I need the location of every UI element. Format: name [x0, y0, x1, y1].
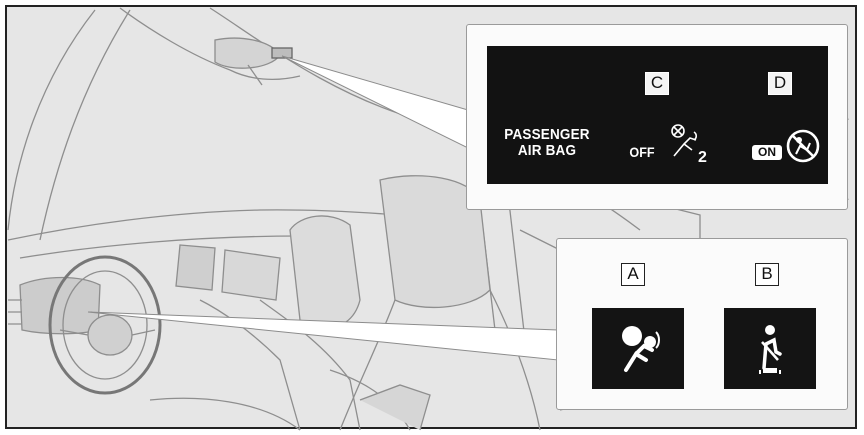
srs-airbag-warning-tile [592, 308, 684, 389]
airbag-off-label: OFF [629, 144, 654, 160]
label-c: C [645, 72, 669, 95]
airbag-on-badge: ON [752, 145, 782, 160]
passenger-airbag-off-icon: 2 [666, 122, 712, 164]
seatbelt-reminder-tile [724, 308, 816, 389]
passenger-airbag-indicator-panel [487, 46, 828, 184]
passenger-airbag-label-line2: AIR BAG [495, 143, 599, 159]
label-d: D [768, 72, 792, 95]
label-b: B [755, 263, 779, 286]
label-a: A [621, 263, 645, 286]
airbag-off-number: 2 [698, 149, 707, 164]
srs-airbag-warning-icon [592, 308, 684, 389]
passenger-airbag-label: PASSENGER AIR BAG [495, 127, 599, 159]
passenger-airbag-label-line1: PASSENGER [495, 127, 599, 143]
seatbelt-reminder-icon [724, 308, 816, 389]
passenger-airbag-on-icon [785, 128, 823, 164]
